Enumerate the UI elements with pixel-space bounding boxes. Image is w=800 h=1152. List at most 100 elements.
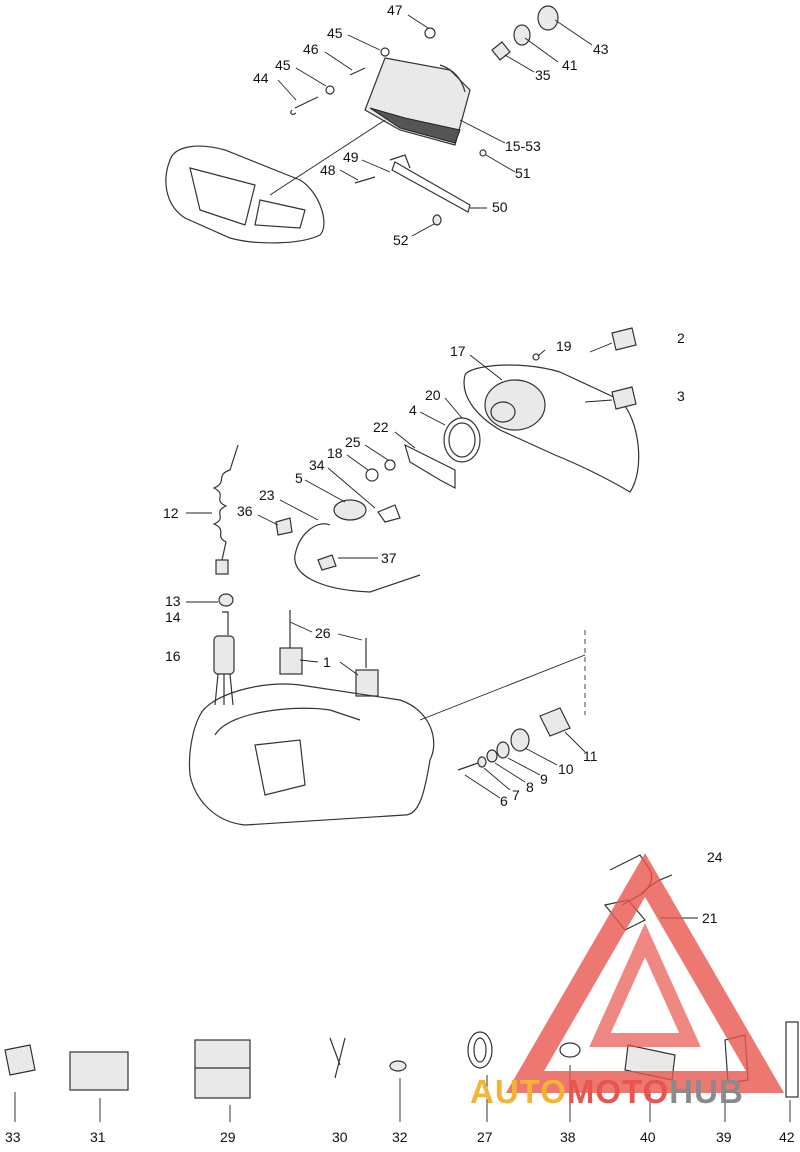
label-22: 22 (373, 419, 389, 435)
label-45: 45 (275, 57, 291, 73)
terminal-30 (329, 1037, 346, 1079)
label-38: 38 (560, 1129, 576, 1145)
label-32: 32 (392, 1129, 408, 1145)
label-16: 16 (165, 648, 181, 664)
label-20: 20 (425, 387, 441, 403)
label-17: 17 (450, 343, 466, 359)
console-rim (214, 707, 361, 736)
label-34: 34 (309, 457, 325, 473)
label-3: 3 (677, 388, 685, 404)
gauge-17 (484, 379, 546, 431)
label-19: 19 (556, 338, 572, 354)
clip-34 (377, 504, 401, 523)
coil-cord-12 (212, 444, 239, 561)
ring-4-inner (448, 422, 476, 458)
washer-45-top (380, 47, 390, 57)
label-27: 27 (477, 1129, 493, 1145)
dash-panel (463, 364, 640, 493)
spring-46 (349, 67, 366, 76)
label-4: 4 (409, 402, 417, 418)
label-25: 25 (345, 434, 361, 450)
label-9: 9 (540, 771, 548, 787)
label-12: 12 (163, 505, 179, 521)
lamp-lens-shade (369, 107, 461, 144)
label-30: 30 (332, 1129, 348, 1145)
label-6: 6 (500, 793, 508, 809)
bezel-window-small (254, 199, 306, 229)
switch-wires (214, 673, 234, 706)
label-45-top: 45 (327, 25, 343, 41)
lamp-housing-edge (439, 64, 466, 93)
label-2: 2 (677, 330, 685, 346)
label-1: 1 (323, 654, 331, 670)
cord-plug (215, 559, 229, 575)
screw-19 (532, 353, 540, 361)
label-47: 47 (387, 2, 403, 18)
label-8: 8 (526, 779, 534, 795)
clamp-38 (559, 1042, 581, 1058)
grommet-5 (333, 499, 367, 521)
ignition-switch-16 (213, 635, 235, 675)
label-44: 44 (253, 70, 269, 86)
label-31: 31 (90, 1129, 106, 1145)
bracket-22 (404, 443, 456, 489)
shaft-14 (222, 611, 229, 635)
watermark-text: AUTOMOTOHUB (470, 1073, 744, 1110)
label-52: 52 (393, 232, 409, 248)
label-40: 40 (640, 1129, 656, 1145)
label-41: 41 (562, 57, 578, 73)
grommet-52 (432, 214, 442, 226)
clamp-27-inner (473, 1037, 487, 1063)
watermark-inner-triangle (589, 922, 701, 1047)
relay-33 (4, 1044, 36, 1076)
console-opening (254, 739, 306, 796)
watermark-triangle (505, 853, 785, 1093)
watermark-auto: AUTO (470, 1073, 567, 1110)
screw-47 (424, 27, 436, 39)
label-13: 13 (165, 593, 181, 609)
bracket-49 (389, 154, 411, 169)
label-39: 39 (716, 1129, 732, 1145)
lens-9 (496, 741, 510, 759)
clamp-27 (467, 1031, 493, 1069)
switch-1-left (279, 647, 303, 675)
console-body (188, 683, 435, 826)
dashboard-group (186, 327, 640, 826)
relay-block-29 (194, 1039, 251, 1099)
gauge-11 (539, 707, 571, 737)
socket-41 (513, 24, 531, 46)
cable-23 (294, 523, 421, 593)
socket-8 (486, 749, 498, 763)
nut-51 (479, 149, 487, 157)
part-labels: 47 45 46 45 44 43 41 35 15-53 49 48 51 5… (5, 2, 795, 1145)
label-49: 49 (343, 149, 359, 165)
connector-2 (611, 327, 637, 351)
bezel-window (189, 167, 256, 226)
label-46: 46 (303, 41, 319, 57)
label-21: 21 (702, 910, 718, 926)
label-37: 37 (381, 550, 397, 566)
label-5: 5 (295, 470, 303, 486)
label-42: 42 (779, 1129, 795, 1145)
label-11: 11 (583, 748, 598, 764)
washer-25 (384, 459, 396, 471)
relay-31 (69, 1051, 129, 1091)
label-48: 48 (320, 162, 336, 178)
label-14: 14 (165, 609, 181, 625)
label-50: 50 (492, 199, 508, 215)
watermark-logo: AUTOMOTOHUB (470, 853, 785, 1110)
tie-37 (317, 554, 337, 571)
grommet-36 (275, 517, 293, 536)
gauge-face (490, 401, 516, 423)
cap-13 (218, 593, 234, 607)
label-23: 23 (259, 487, 275, 503)
switch-1-right (355, 669, 379, 697)
watermark-moto: MOTO (567, 1073, 669, 1110)
label-15-53: 15-53 (505, 138, 541, 154)
screw-44 (290, 96, 319, 115)
bracket-50 (391, 161, 471, 213)
label-10: 10 (558, 761, 574, 777)
label-43: 43 (593, 41, 609, 57)
label-26: 26 (315, 625, 331, 641)
